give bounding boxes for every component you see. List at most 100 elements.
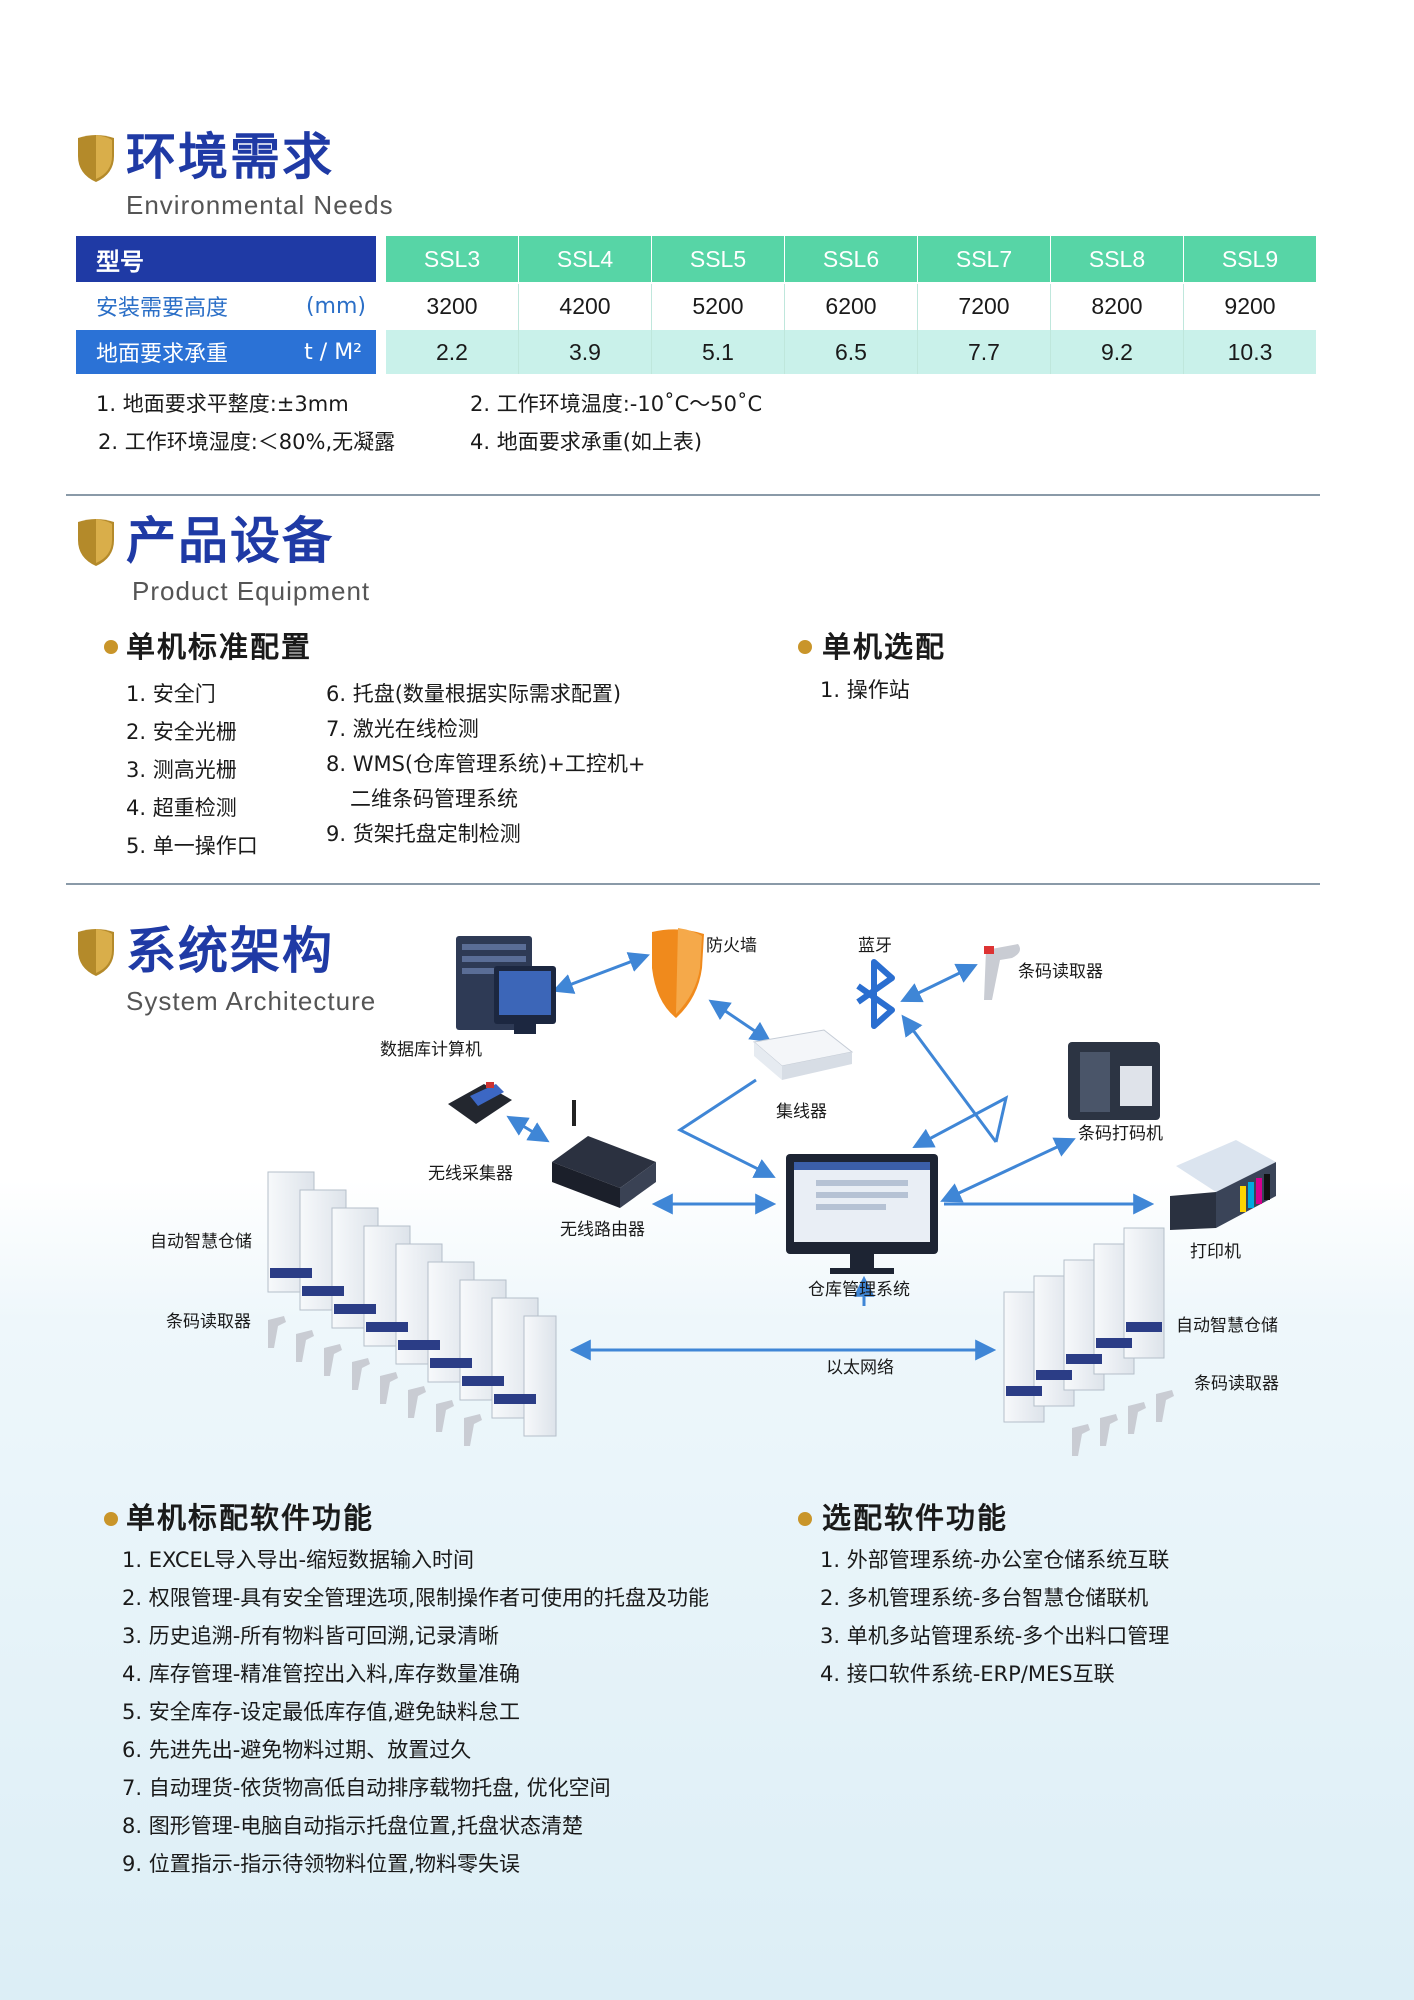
label-wms: 仓库管理系统	[808, 1280, 910, 1300]
table-height-unit: (mm)	[305, 293, 366, 319]
table-load-label-cell: 地面要求承重 t / M²	[76, 330, 376, 374]
section-title-product: 产品设备	[126, 511, 334, 570]
label-firewall: 防火墙	[706, 936, 757, 956]
standard-config-item: 9. 货架托盘定制检测	[326, 822, 521, 846]
label-smart-storage-left: 自动智慧仓储	[150, 1232, 252, 1252]
label-smart-storage-right: 自动智慧仓储	[1176, 1316, 1278, 1336]
table-height-label: 安装需要高度	[96, 296, 229, 321]
table-model-cell: SSL6	[785, 236, 917, 282]
section-subtitle-product: Product Equipment	[132, 576, 371, 606]
wms-monitor-icon	[786, 1154, 938, 1274]
standard-software-item: 8. 图形管理-电脑自动指示托盘位置,托盘状态清楚	[122, 1814, 583, 1838]
barcode-reader-right-icon	[1072, 1390, 1174, 1456]
table-load-cell: 5.1	[652, 330, 784, 374]
label-barcode-reader-top: 条码读取器	[1018, 962, 1103, 982]
smart-storage-left-icon	[267, 1171, 557, 1437]
section-divider	[66, 494, 1320, 496]
wireless-collector-icon	[448, 1082, 512, 1124]
label-barcode-reader-right: 条码读取器	[1194, 1374, 1279, 1394]
table-model-cell: SSL7	[918, 236, 1050, 282]
environment-note: 2. 工作环境湿度:＜80%,无凝露	[98, 430, 396, 454]
table-height-cell: 5200	[652, 284, 784, 328]
label-hub: 集线器	[776, 1102, 827, 1122]
optional-software-item: 1. 外部管理系统-办公室仓储系统互联	[820, 1548, 1170, 1572]
table-model-cell: SSL5	[652, 236, 784, 282]
table-load-label: 地面要求承重	[96, 342, 229, 367]
optional-software-heading: 选配软件功能	[822, 1501, 1009, 1535]
section-title-architecture: 系统架构	[126, 921, 334, 980]
table-load-cell: 9.2	[1051, 330, 1183, 374]
table-height-cell: 7200	[918, 284, 1050, 328]
table-height-cell: 9200	[1184, 284, 1316, 328]
table-height-label-cell: 安装需要高度 (mm)	[76, 284, 376, 328]
table-load-cell: 6.5	[785, 330, 917, 374]
standard-software-item: 7. 自动理货-依货物高低自动排序载物托盘, 优化空间	[122, 1776, 611, 1800]
shield-icon	[78, 929, 114, 976]
standard-config-item: 1. 安全门	[126, 682, 216, 706]
architecture-diagram	[267, 928, 1276, 1456]
standard-software-heading: 单机标配软件功能	[126, 1501, 375, 1535]
bluetooth-icon	[856, 959, 895, 1029]
label-barcode-reader-left: 条码读取器	[166, 1312, 251, 1332]
label-wireless-router: 无线路由器	[560, 1220, 645, 1240]
environment-note: 2. 工作环境温度:-10˚C～50˚C	[470, 392, 763, 416]
table-load-cell: 2.2	[386, 330, 518, 374]
standard-software-item: 1. EXCEL导入导出-缩短数据输入时间	[122, 1548, 475, 1572]
label-barcode-printer: 条码打码机	[1078, 1124, 1163, 1144]
standard-config-item: 二维条码管理系统	[350, 787, 518, 811]
table-load-cell: 7.7	[918, 330, 1050, 374]
shield-icon	[78, 135, 114, 182]
standard-config-item: 8. WMS(仓库管理系统)+工控机+	[326, 752, 646, 776]
optional-software-item: 3. 单机多站管理系统-多个出料口管理	[820, 1624, 1170, 1648]
section-divider	[66, 883, 1320, 885]
printer-icon	[1170, 1140, 1276, 1230]
wireless-router-icon	[552, 1100, 656, 1208]
section-subtitle-architecture: System Architecture	[126, 986, 377, 1016]
bullet-dot	[798, 640, 812, 654]
optional-config-item: 1. 操作站	[820, 678, 910, 702]
environment-note: 4. 地面要求承重(如上表)	[470, 430, 703, 454]
standard-config-item: 6. 托盘(数量根据实际需求配置)	[326, 682, 622, 706]
barcode-printer-icon	[1068, 1042, 1160, 1120]
standard-software-item: 9. 位置指示-指示待领物料位置,物料零失误	[122, 1852, 520, 1876]
standard-config-item: 4. 超重检测	[126, 796, 237, 820]
bullet-dot	[104, 1512, 118, 1526]
label-printer: 打印机	[1190, 1242, 1241, 1262]
table-height-cell: 6200	[785, 284, 917, 328]
table-model-cell: SSL8	[1051, 236, 1183, 282]
optional-config-heading: 单机选配	[822, 630, 947, 664]
section-title-environment: 环境需求	[126, 127, 334, 186]
standard-config-heading: 单机标准配置	[126, 630, 313, 664]
smart-storage-right-icon	[1003, 1227, 1165, 1423]
table-load-cell: 3.9	[519, 330, 651, 374]
hub-icon	[752, 1029, 854, 1080]
firewall-icon	[652, 928, 704, 1018]
table-height-cell: 8200	[1051, 284, 1183, 328]
bullet-dot	[798, 1512, 812, 1526]
standard-software-item: 2. 权限管理-具有安全管理选项,限制操作者可使用的托盘及功能	[122, 1586, 709, 1610]
label-wireless-collector: 无线采集器	[428, 1164, 513, 1184]
database-computer-icon	[456, 936, 556, 1034]
standard-config-item: 7. 激光在线检测	[326, 717, 479, 741]
table-height-cell: 4200	[519, 284, 651, 328]
standard-software-item: 4. 库存管理-精准管控出入料,库存数量准确	[122, 1662, 520, 1686]
table-model-cell: SSL4	[519, 236, 651, 282]
standard-software-item: 6. 先进先出-避免物料过期、放置过久	[122, 1738, 472, 1762]
standard-config-item: 5. 单一操作口	[126, 834, 258, 858]
standard-config-item: 2. 安全光栅	[126, 720, 237, 744]
barcode-reader-icon	[984, 944, 1020, 1000]
bullet-dot	[104, 640, 118, 654]
table-model-cell: SSL3	[386, 236, 518, 282]
barcode-reader-left-icon	[268, 1316, 482, 1446]
table-load-cell: 10.3	[1184, 330, 1316, 374]
table-model-cell: SSL9	[1184, 236, 1316, 282]
label-ethernet: 以太网络	[826, 1358, 894, 1378]
environment-note: 1. 地面要求平整度:±3mm	[96, 392, 349, 416]
optional-software-item: 4. 接口软件系统-ERP/MES互联	[820, 1662, 1115, 1686]
standard-software-item: 3. 历史追溯-所有物料皆可回溯,记录清晰	[122, 1624, 499, 1648]
standard-software-item: 5. 安全库存-设定最低库存值,避免缺料怠工	[122, 1700, 520, 1724]
table-model-label: 型号	[76, 236, 376, 282]
label-database-pc: 数据库计算机	[380, 1040, 482, 1060]
table-height-cell: 3200	[386, 284, 518, 328]
table-load-unit: t / M²	[304, 339, 362, 365]
